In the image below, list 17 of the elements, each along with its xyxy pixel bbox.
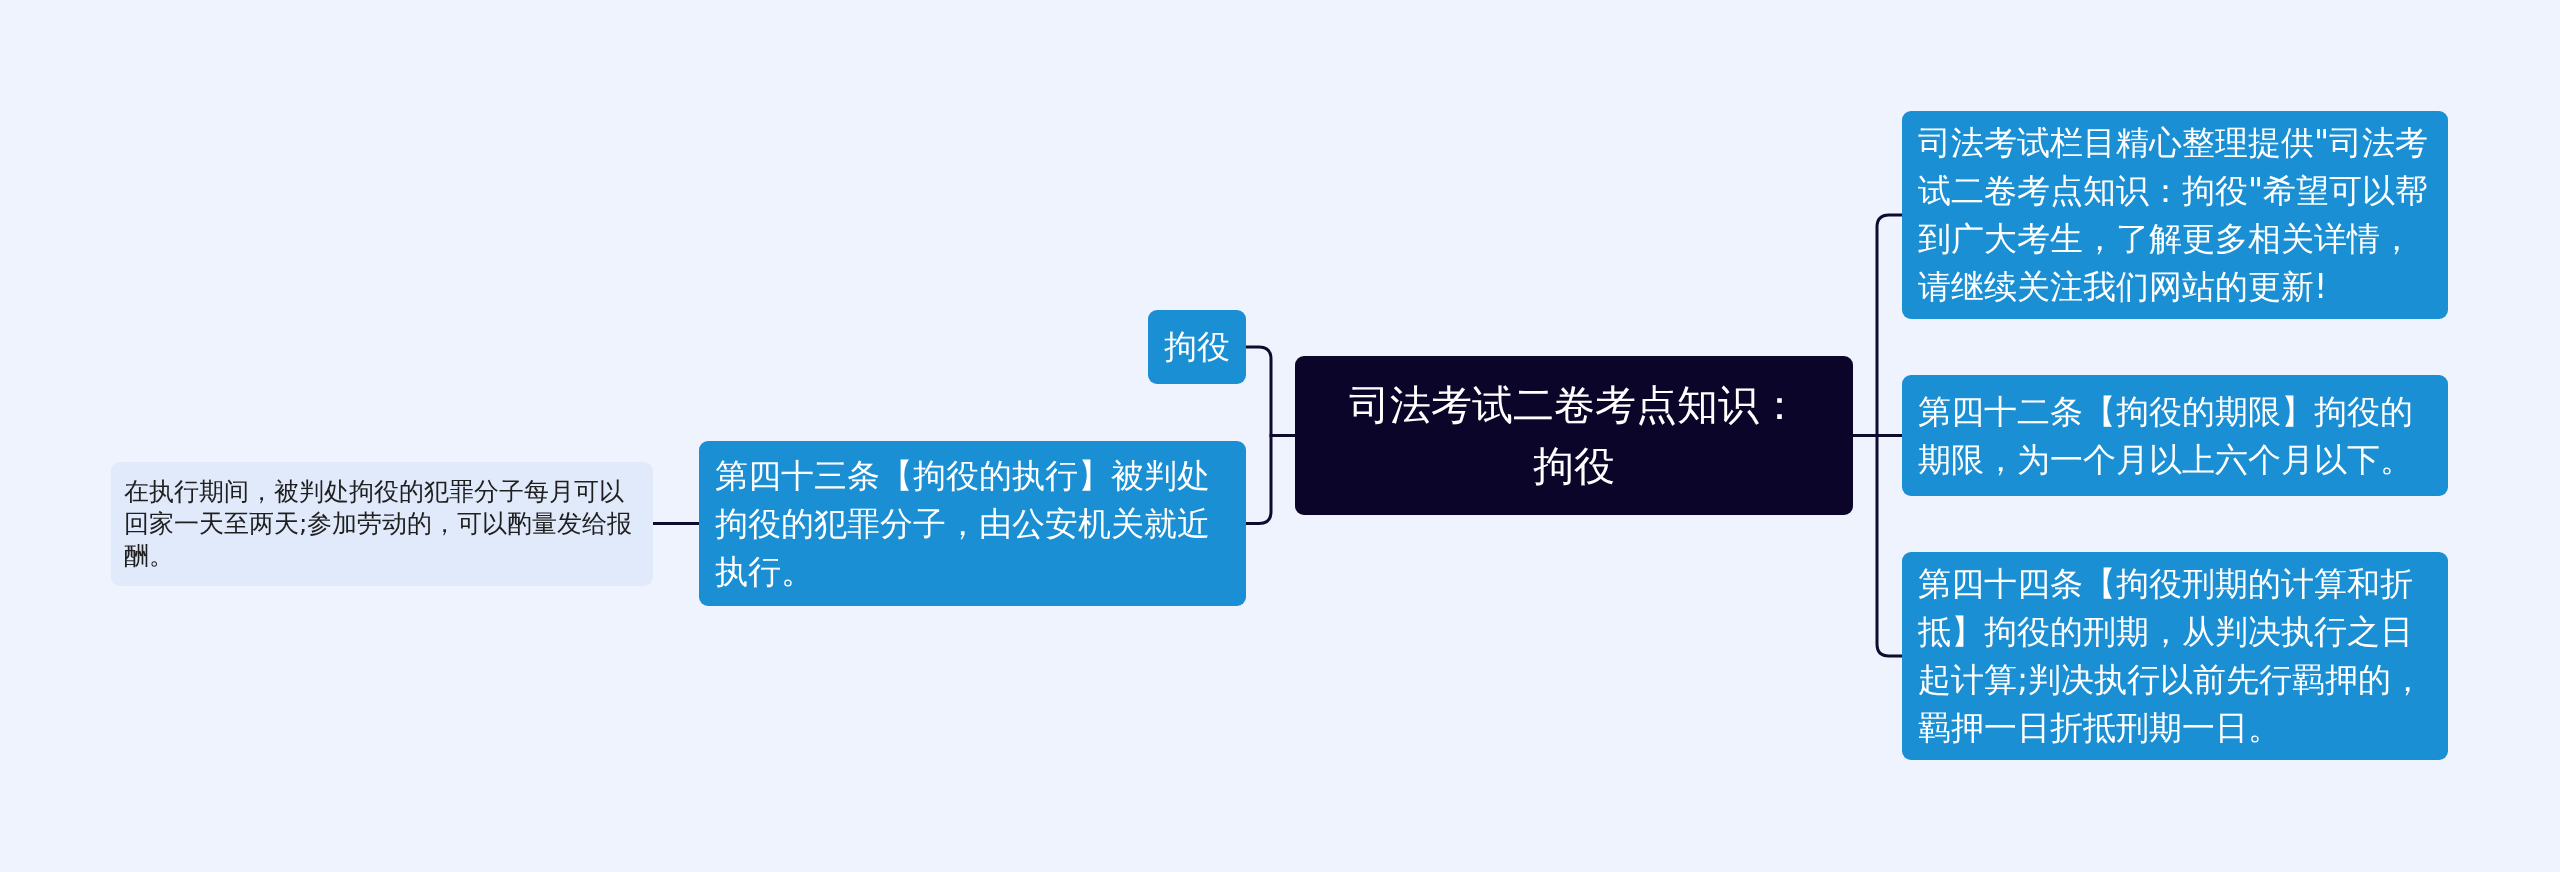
branch-box (1902, 375, 2448, 496)
note-box (111, 462, 653, 586)
topic-text: 司法考试二卷考点知识：拘役 (1347, 379, 1801, 492)
branch-text: 第四十二条【拘役的期限】拘役的期限，为一个月以上六个月以下。 (1918, 390, 2414, 481)
branch-box (1902, 111, 2448, 319)
branch-box (1902, 552, 2448, 760)
connector-line (1853, 434, 1902, 658)
branch-text: 拘役 (1164, 326, 1230, 368)
connector-line (1246, 434, 1295, 525)
topic-box (1295, 356, 1853, 515)
branch-box (699, 441, 1246, 606)
branch-text: 司法考试栏目精心整理提供"司法考试二卷考点知识：拘役"希望可以帮到广大考生，了解更多相关详情，请继续关注我们网站的更新! (1918, 122, 2430, 308)
note-text: 在执行期间，被判处拘役的犯罪分子每月可以回家一天至两天;参加劳动的，可以酌量发给报酬。 (124, 476, 634, 572)
branch-box (1148, 310, 1246, 384)
connector-line (653, 522, 699, 525)
branch-text: 第四十四条【拘役刑期的计算和折抵】拘役的刑期，从判决执行之日起计算;判决执行以前先行羁押的，羁押一日折抵刑期一日。 (1918, 563, 2426, 749)
branch-text: 第四十三条【拘役的执行】被判处拘役的犯罪分子，由公安机关就近执行。 (715, 454, 1211, 593)
